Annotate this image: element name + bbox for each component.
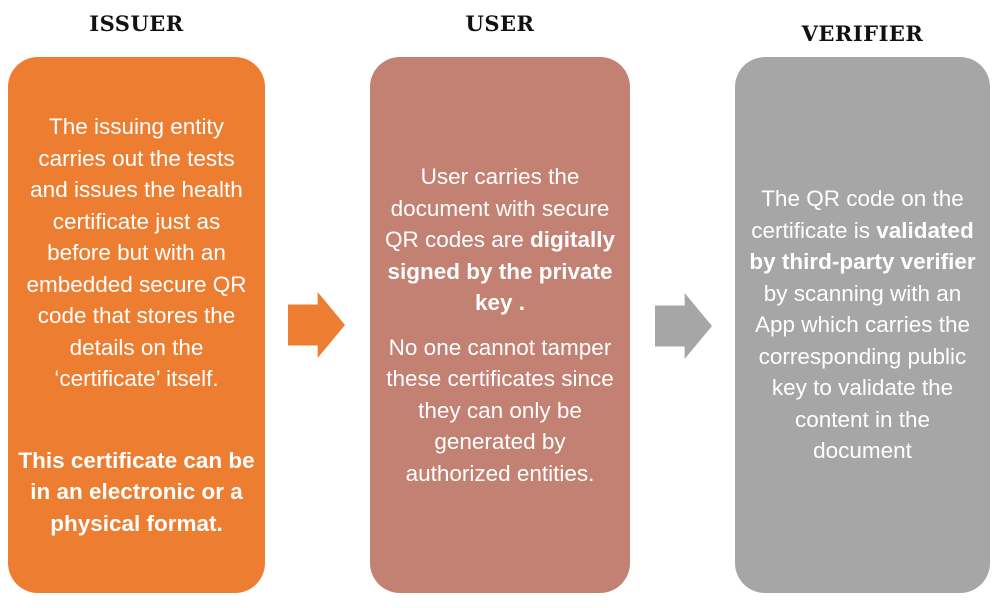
box-paragraph: No one cannot tamper these certificates … xyxy=(386,334,614,486)
verifier-heading: VERIFIER xyxy=(801,21,924,46)
box-paragraph: This certificate can be in an electronic… xyxy=(18,447,255,536)
issuer-heading: ISSUER xyxy=(89,11,184,36)
user-to-verifier-arrow-icon xyxy=(655,293,712,359)
verifier-box: The QR code on the certificate is valida… xyxy=(735,57,990,593)
user-box: User carries the document with secure QR… xyxy=(370,57,630,593)
box-paragraph: User carries the document with secure QR… xyxy=(384,164,616,315)
verifier-column: VERIFIER The QR code on the certificate … xyxy=(735,0,990,608)
issuer-to-user-arrow-icon xyxy=(288,292,345,358)
box-paragraph: The issuing entity carries out the tests… xyxy=(26,114,247,391)
issuer-column: ISSUER The issuing entity carries out th… xyxy=(8,0,265,608)
user-column: USER User carries the document with secu… xyxy=(370,0,630,608)
issuer-box: The issuing entity carries out the tests… xyxy=(8,57,265,593)
box-paragraph: The QR code on the certificate is valida… xyxy=(749,186,976,464)
user-heading: USER xyxy=(465,11,535,36)
